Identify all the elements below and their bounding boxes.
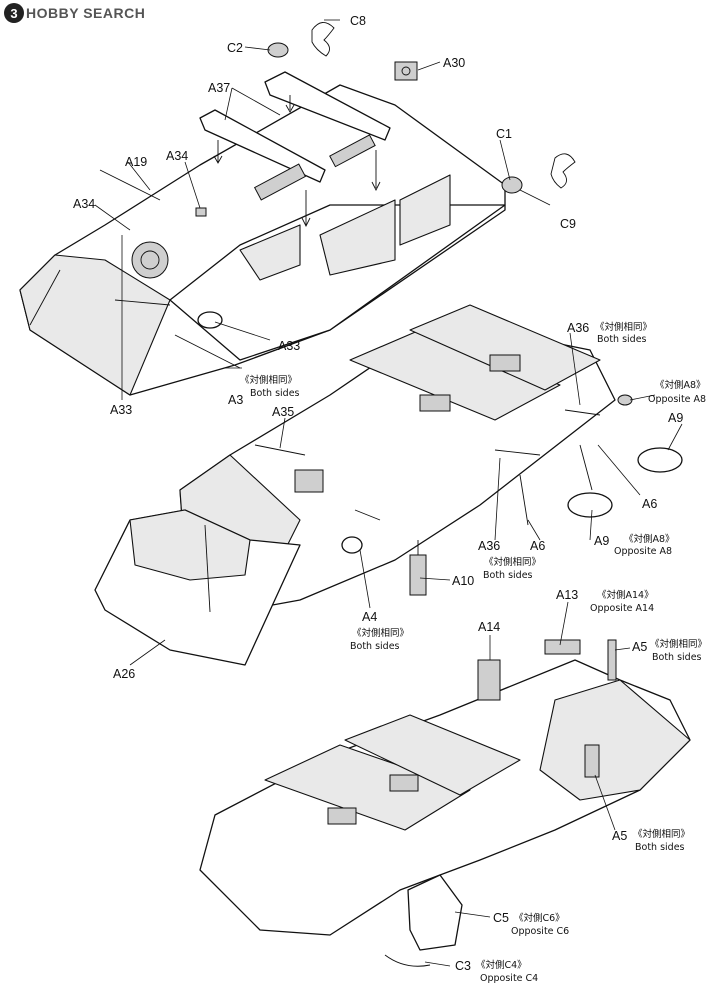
- part-c9-propeller: [550, 153, 576, 189]
- callout-a37: A37: [208, 81, 230, 95]
- callout-a8-jp: 《対側A8》: [655, 379, 706, 391]
- part-a36-rod-lower: [494, 449, 541, 456]
- lower-torsion-row-1: [264, 744, 471, 831]
- part-a3-rod: [174, 334, 241, 369]
- part-a5-shock-upper: [607, 639, 617, 681]
- part-c1-joint: [501, 176, 523, 194]
- callout-c9: C9: [560, 217, 576, 231]
- callout-a36-lower: A36: [478, 539, 500, 553]
- part-a14-bracket: [477, 659, 501, 701]
- upper-hatch-ring: [197, 311, 223, 329]
- lower-hull-assembly: [199, 601, 691, 967]
- callout-a30: A30: [443, 56, 465, 70]
- callout-a34-lower: A34: [73, 197, 95, 211]
- callout-a13-en: Opposite A14: [590, 603, 654, 614]
- callout-a35: A35: [272, 405, 294, 419]
- callout-a3: A3: [228, 393, 243, 407]
- lower-hull-front-plate: [539, 679, 691, 801]
- callout-a6-center: A6: [530, 539, 545, 553]
- middle-hatch-ring: [341, 536, 363, 554]
- part-c5-mudguard: [407, 874, 463, 951]
- lower-gearbox-b: [389, 774, 419, 792]
- middle-drive-unit: [294, 469, 324, 493]
- callout-c5: C5: [493, 911, 509, 925]
- upper-hull-assembly: [19, 19, 576, 400]
- callout-c2: C2: [227, 41, 243, 55]
- callout-a33-right: A33: [278, 339, 300, 353]
- callout-a19: A19: [125, 155, 147, 169]
- upper-gearbox-b: [329, 134, 376, 168]
- part-a5-shock-lower: [584, 744, 600, 778]
- part-a30-block: [394, 61, 418, 81]
- callout-c3: C3: [455, 959, 471, 973]
- step-number-badge: 3: [4, 3, 24, 23]
- part-a34-bracket: [195, 207, 207, 217]
- part-a8-stub: [617, 394, 633, 406]
- part-a4-rod: [354, 509, 381, 521]
- part-c2-joint: [267, 42, 289, 58]
- callout-a9-lower-en: Opposite A8: [614, 546, 672, 557]
- callout-a36-upper-en: Both sides: [597, 334, 647, 345]
- part-a36-rod-upper: [564, 409, 601, 416]
- callout-c3-jp: 《対側C4》: [476, 959, 527, 971]
- callout-a5-lower-en: Both sides: [635, 842, 685, 853]
- callout-a3-jp: 《対側相同》: [240, 374, 297, 386]
- part-a37-fender-front: [199, 109, 326, 183]
- callout-a9-lower-jp: 《対側A8》: [624, 533, 675, 545]
- upper-drive-gear: [131, 241, 169, 279]
- callout-c8: C8: [350, 14, 366, 28]
- callout-a4-jp: 《対側相同》: [352, 627, 409, 639]
- callout-a36-lower-en: Both sides: [483, 570, 533, 581]
- callout-c3-en: Opposite C4: [480, 973, 538, 984]
- callout-a36-upper: A36: [567, 321, 589, 335]
- watermark-text: HOBBY SEARCH: [26, 5, 146, 21]
- hobby-search-watermark: 3 HOBBY SEARCH: [4, 2, 145, 24]
- part-a19-rod: [99, 169, 161, 201]
- callout-a10: A10: [452, 574, 474, 588]
- callout-a3-en: Both sides: [250, 388, 300, 399]
- middle-gearbox-b: [489, 354, 521, 372]
- callout-a13: A13: [556, 588, 578, 602]
- callout-a4-en: Both sides: [350, 641, 400, 652]
- callout-a36-lower-jp: 《対側相同》: [484, 556, 541, 568]
- callout-a9-lower: A9: [594, 534, 609, 548]
- callout-c5-jp: 《対側C6》: [514, 912, 565, 924]
- callout-a5-upper-en: Both sides: [652, 652, 702, 663]
- callout-c1: C1: [496, 127, 512, 141]
- callout-a5-lower: A5: [612, 829, 627, 843]
- middle-gearbox-a: [419, 394, 451, 412]
- part-a9-hub-lower: [567, 492, 613, 518]
- callout-a34-upper: A34: [166, 149, 188, 163]
- upper-gearbox-a: [253, 163, 307, 201]
- part-a10-shock-absorber: [409, 554, 427, 596]
- callout-a5-lower-jp: 《対側相同》: [633, 828, 690, 840]
- callout-a36-upper-jp: 《対側相同》: [595, 321, 652, 333]
- callout-a13-jp: 《対側A14》: [597, 589, 654, 601]
- callout-a26: A26: [113, 667, 135, 681]
- part-a9-hub-upper: [637, 447, 683, 473]
- lower-gearbox-a: [327, 807, 357, 825]
- part-a6-arm-lower: [519, 474, 529, 526]
- callout-a14: A14: [478, 620, 500, 634]
- callout-a4: A4: [362, 610, 377, 624]
- lower-torsion-row-2: [344, 714, 521, 796]
- callout-a6-right: A6: [642, 497, 657, 511]
- callout-a33-left: A33: [110, 403, 132, 417]
- part-a13-bracket: [544, 639, 581, 655]
- part-c8-propeller: [311, 22, 335, 57]
- callout-a5-upper: A5: [632, 640, 647, 654]
- callout-a9-upper: A9: [668, 411, 683, 425]
- middle-hull-assembly: [94, 304, 683, 666]
- part-a37-fender-rear: [264, 71, 391, 141]
- callout-a8-en: Opposite A8: [648, 394, 706, 405]
- callout-a5-upper-jp: 《対側相同》: [650, 638, 707, 650]
- callout-labels: C8 C2 A30 A37 C1 C9 A19 A34 A34 A33 A33 …: [73, 14, 707, 984]
- part-c3-tow-cable: [384, 954, 431, 967]
- callout-c5-en: Opposite C6: [511, 926, 569, 937]
- part-a35-rod: [254, 444, 306, 456]
- part-a6-arm-upper: [579, 444, 593, 491]
